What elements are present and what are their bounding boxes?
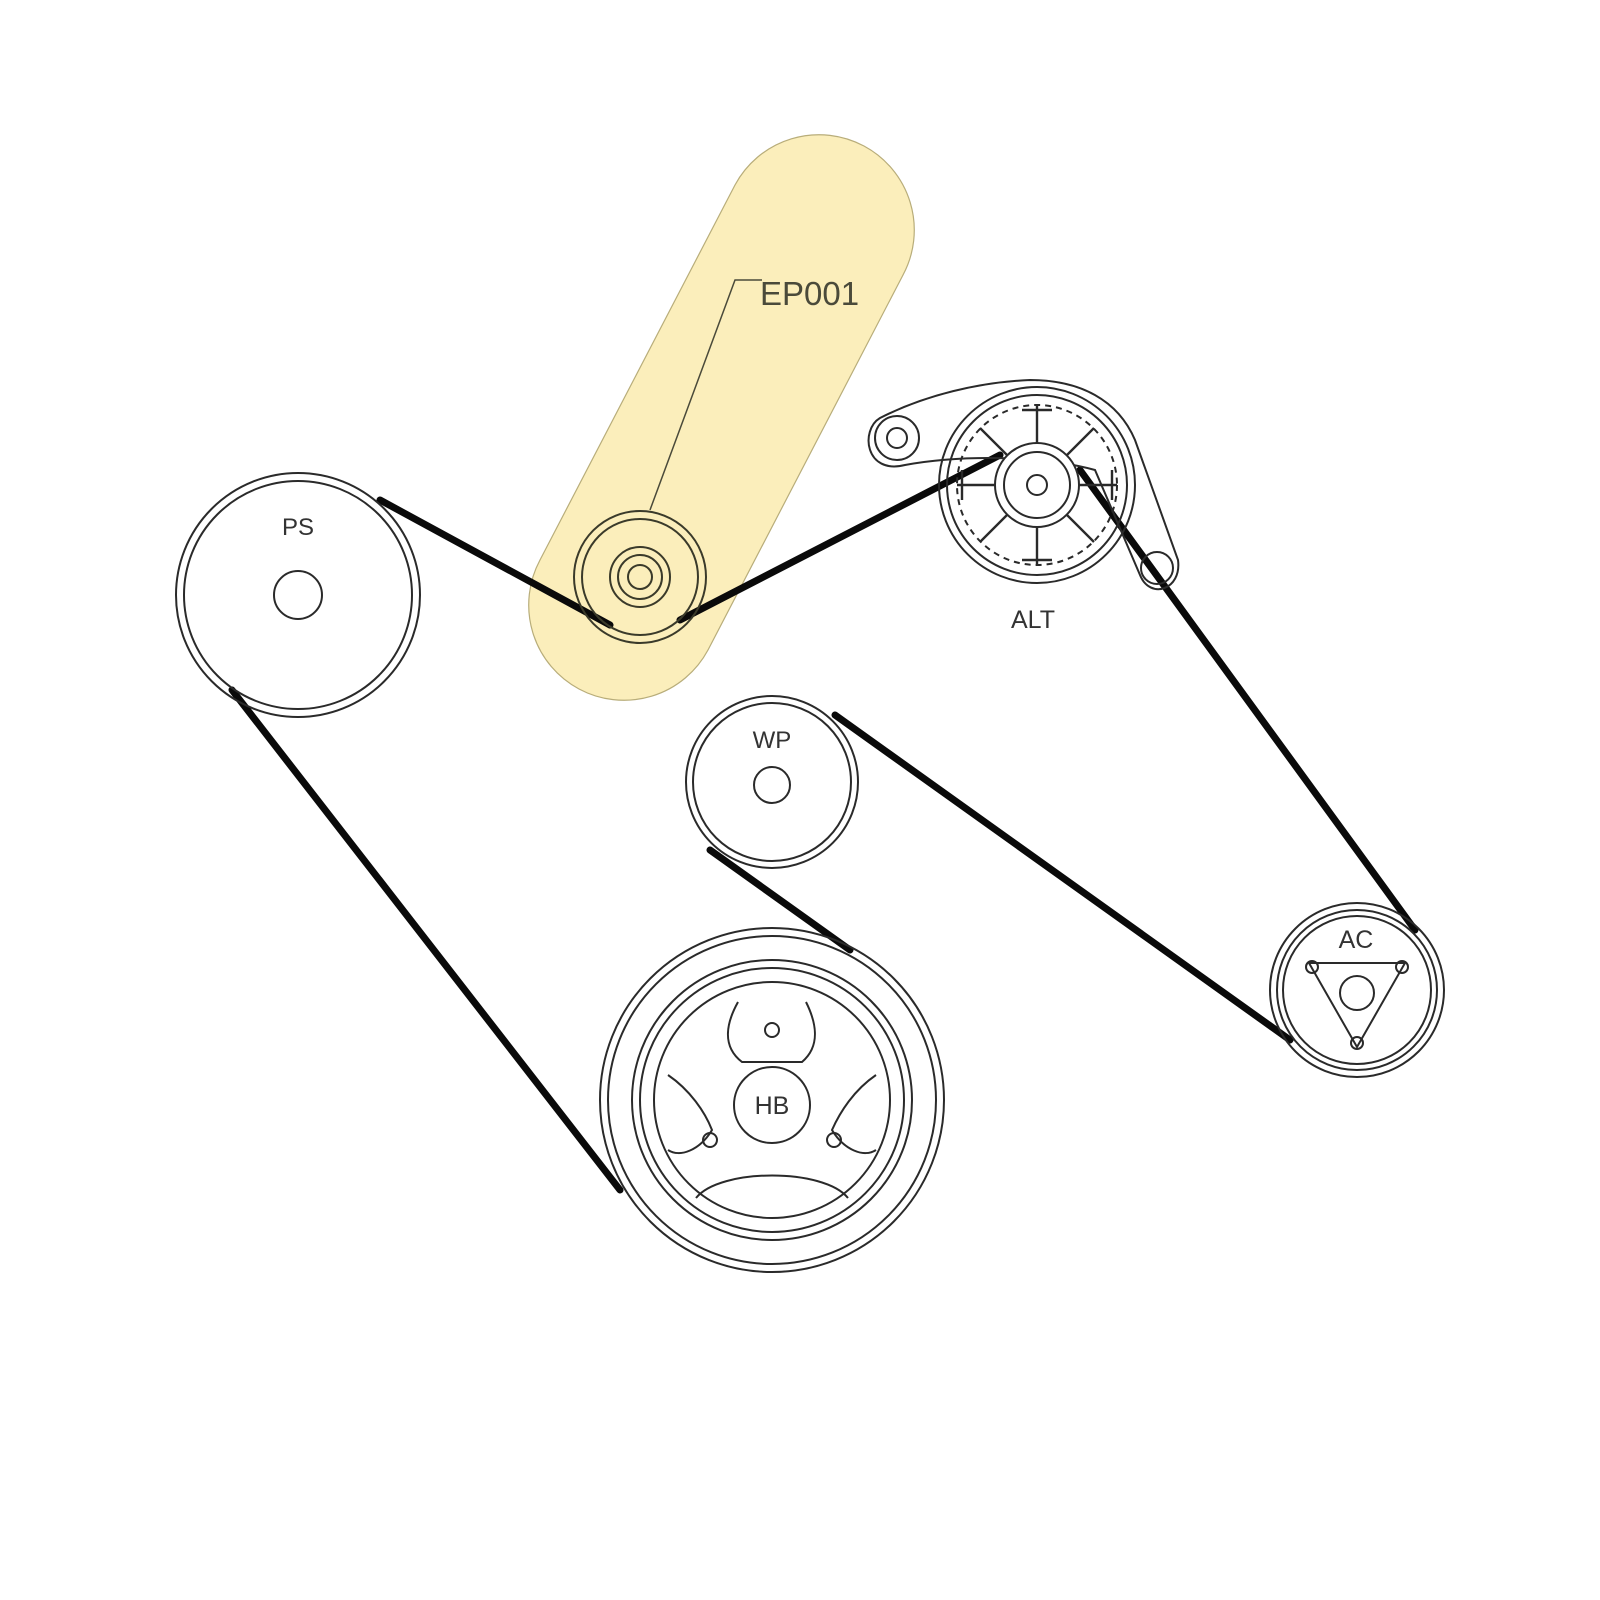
alt-label: ALT bbox=[1011, 606, 1055, 634]
ac-compressor-pulley[interactable]: AC bbox=[1269, 902, 1445, 1078]
belt-segment-ac-wp bbox=[831, 711, 1294, 1044]
power-steering-pulley[interactable]: PS bbox=[175, 472, 421, 718]
belt-segment-wp-hb bbox=[706, 846, 854, 954]
serpentine-belt bbox=[228, 451, 1419, 1194]
hb-spoke-top bbox=[726, 1001, 816, 1063]
hb-label: HB bbox=[755, 1092, 790, 1120]
alternator-mount-bracket bbox=[867, 378, 1180, 591]
ep001-callout: EP001 bbox=[649, 275, 859, 511]
ps-label: PS bbox=[282, 514, 314, 541]
water-pump-pulley[interactable]: WP bbox=[685, 695, 859, 869]
idler-pulley[interactable] bbox=[573, 510, 707, 644]
belt-segment-hb-ps bbox=[228, 686, 624, 1194]
callout-label: EP001 bbox=[760, 275, 859, 312]
belt-segment-ps-idler bbox=[376, 496, 614, 629]
harmonic-balancer-pulley[interactable]: HB bbox=[599, 927, 945, 1273]
ac-label: AC bbox=[1339, 926, 1374, 954]
wp-label: WP bbox=[753, 727, 792, 754]
hb-spoke-bottom bbox=[695, 1174, 849, 1199]
alternator[interactable]: ALT bbox=[867, 378, 1180, 634]
ac-triangle-plate bbox=[1307, 962, 1407, 1050]
hb-spoke-right bbox=[830, 1074, 877, 1155]
belt-segment-alt-ac bbox=[1076, 466, 1419, 934]
idler-highlight-shape bbox=[528, 134, 915, 701]
callout-leader-line bbox=[649, 279, 762, 511]
idler-highlight[interactable] bbox=[528, 134, 915, 701]
hb-spoke-left bbox=[667, 1074, 714, 1155]
